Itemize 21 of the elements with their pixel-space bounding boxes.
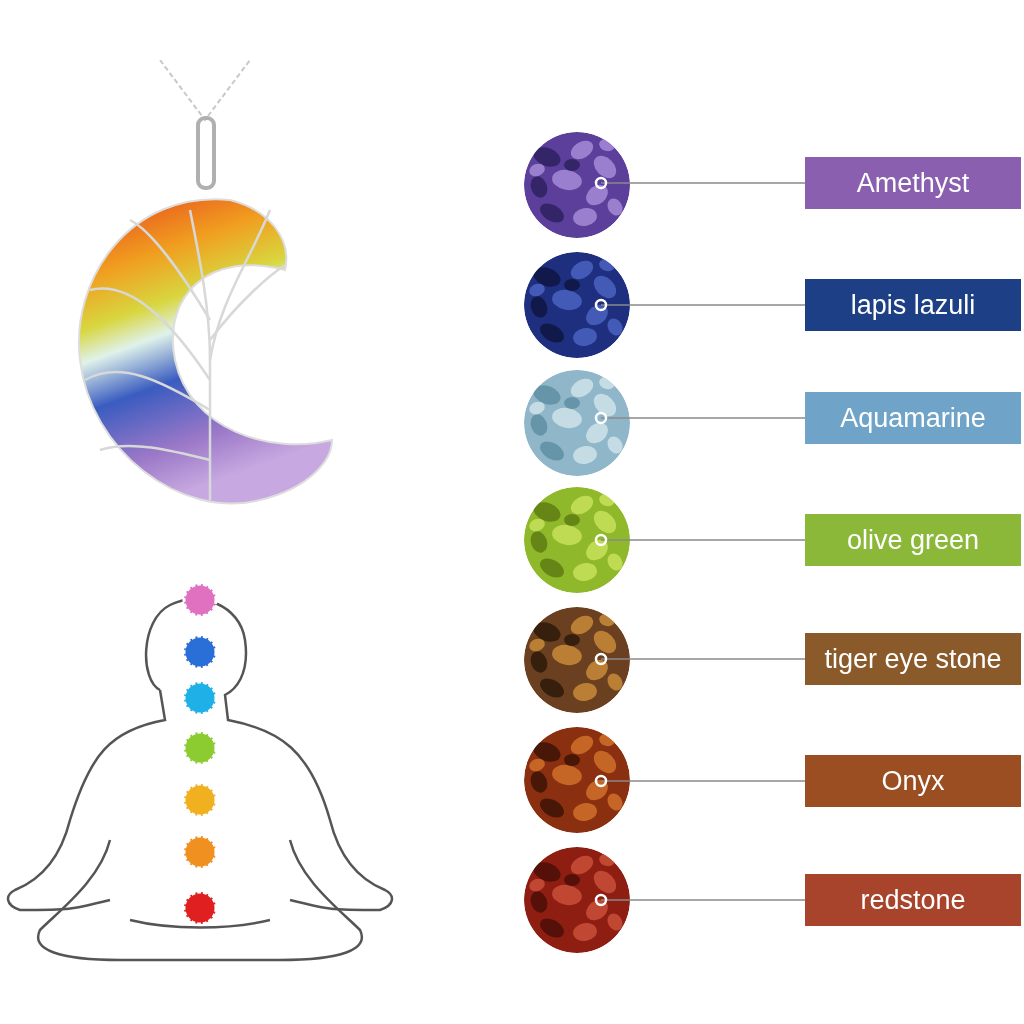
stone-chips-photo <box>524 727 630 833</box>
connector-line <box>594 533 806 547</box>
connector-line <box>594 176 806 190</box>
stone-chips-photo <box>524 132 630 238</box>
stone-chips-photo <box>524 370 630 476</box>
stone-name-label: Amethyst <box>805 157 1021 209</box>
connector-line <box>594 774 806 788</box>
stone-name-label: tiger eye stone <box>805 633 1021 685</box>
connector-line <box>594 893 806 907</box>
stone-chips-photo <box>524 847 630 953</box>
stone-chips-photo <box>524 607 630 713</box>
stone-name-label: Onyx <box>805 755 1021 807</box>
stone-chips-photo <box>524 487 630 593</box>
stone-name-label: olive green <box>805 514 1021 566</box>
stone-name-label: lapis lazuli <box>805 279 1021 331</box>
stone-chips-photo <box>524 252 630 358</box>
connector-line <box>594 411 806 425</box>
stone-name-label: redstone <box>805 874 1021 926</box>
stone-name-label: Aquamarine <box>805 392 1021 444</box>
connector-line <box>594 652 806 666</box>
connector-line <box>594 298 806 312</box>
